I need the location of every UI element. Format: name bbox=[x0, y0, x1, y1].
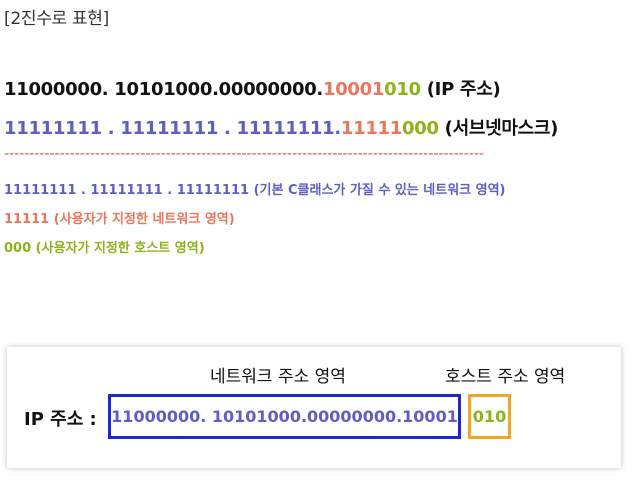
mask-binary-line: 11111111 . 11111111 . 11111111.11111000 … bbox=[4, 114, 558, 140]
ip-subnet-part: 10001 bbox=[322, 79, 385, 100]
host-portion-box: 010 bbox=[468, 394, 511, 439]
mask-subnet-part: 11111 bbox=[340, 118, 402, 139]
ip-network-part: 11000000. 10101000.00000000. bbox=[4, 79, 323, 100]
mask-default-part: 11111111 . 11111111 . 11111111. bbox=[4, 118, 341, 139]
ip-address-label: IP 주소 : bbox=[24, 409, 97, 430]
mask-host-part: 000 bbox=[402, 118, 439, 139]
network-portion-box: 11000000. 10101000.00000000.10001 bbox=[108, 394, 461, 439]
ip-line-label: (IP 주소) bbox=[420, 79, 501, 100]
ip-host-part: 010 bbox=[384, 79, 421, 100]
mask-line-label: (서브넷마스크) bbox=[438, 118, 559, 139]
note-default-network: 11111111 . 11111111 . 11111111 (기본 C클래스가… bbox=[4, 183, 506, 198]
note-user-network: 11111 (사용자가 지정한 네트워크 영역) bbox=[4, 212, 235, 227]
network-area-label: 네트워크 주소 영역 bbox=[210, 367, 346, 387]
note-user-host: 000 (사용자가 지정한 호스트 영역) bbox=[4, 241, 205, 256]
dashed-separator: ----------------------------------------… bbox=[4, 146, 484, 162]
host-area-label: 호스트 주소 영역 bbox=[445, 367, 566, 387]
ip-address-diagram: 네트워크 주소 영역 호스트 주소 영역 IP 주소 : 11000000. 1… bbox=[7, 347, 621, 468]
ip-binary-line: 11000000. 10101000.00000000.10001010 (IP… bbox=[4, 75, 501, 101]
section-heading: [2진수로 표현] bbox=[4, 9, 109, 29]
